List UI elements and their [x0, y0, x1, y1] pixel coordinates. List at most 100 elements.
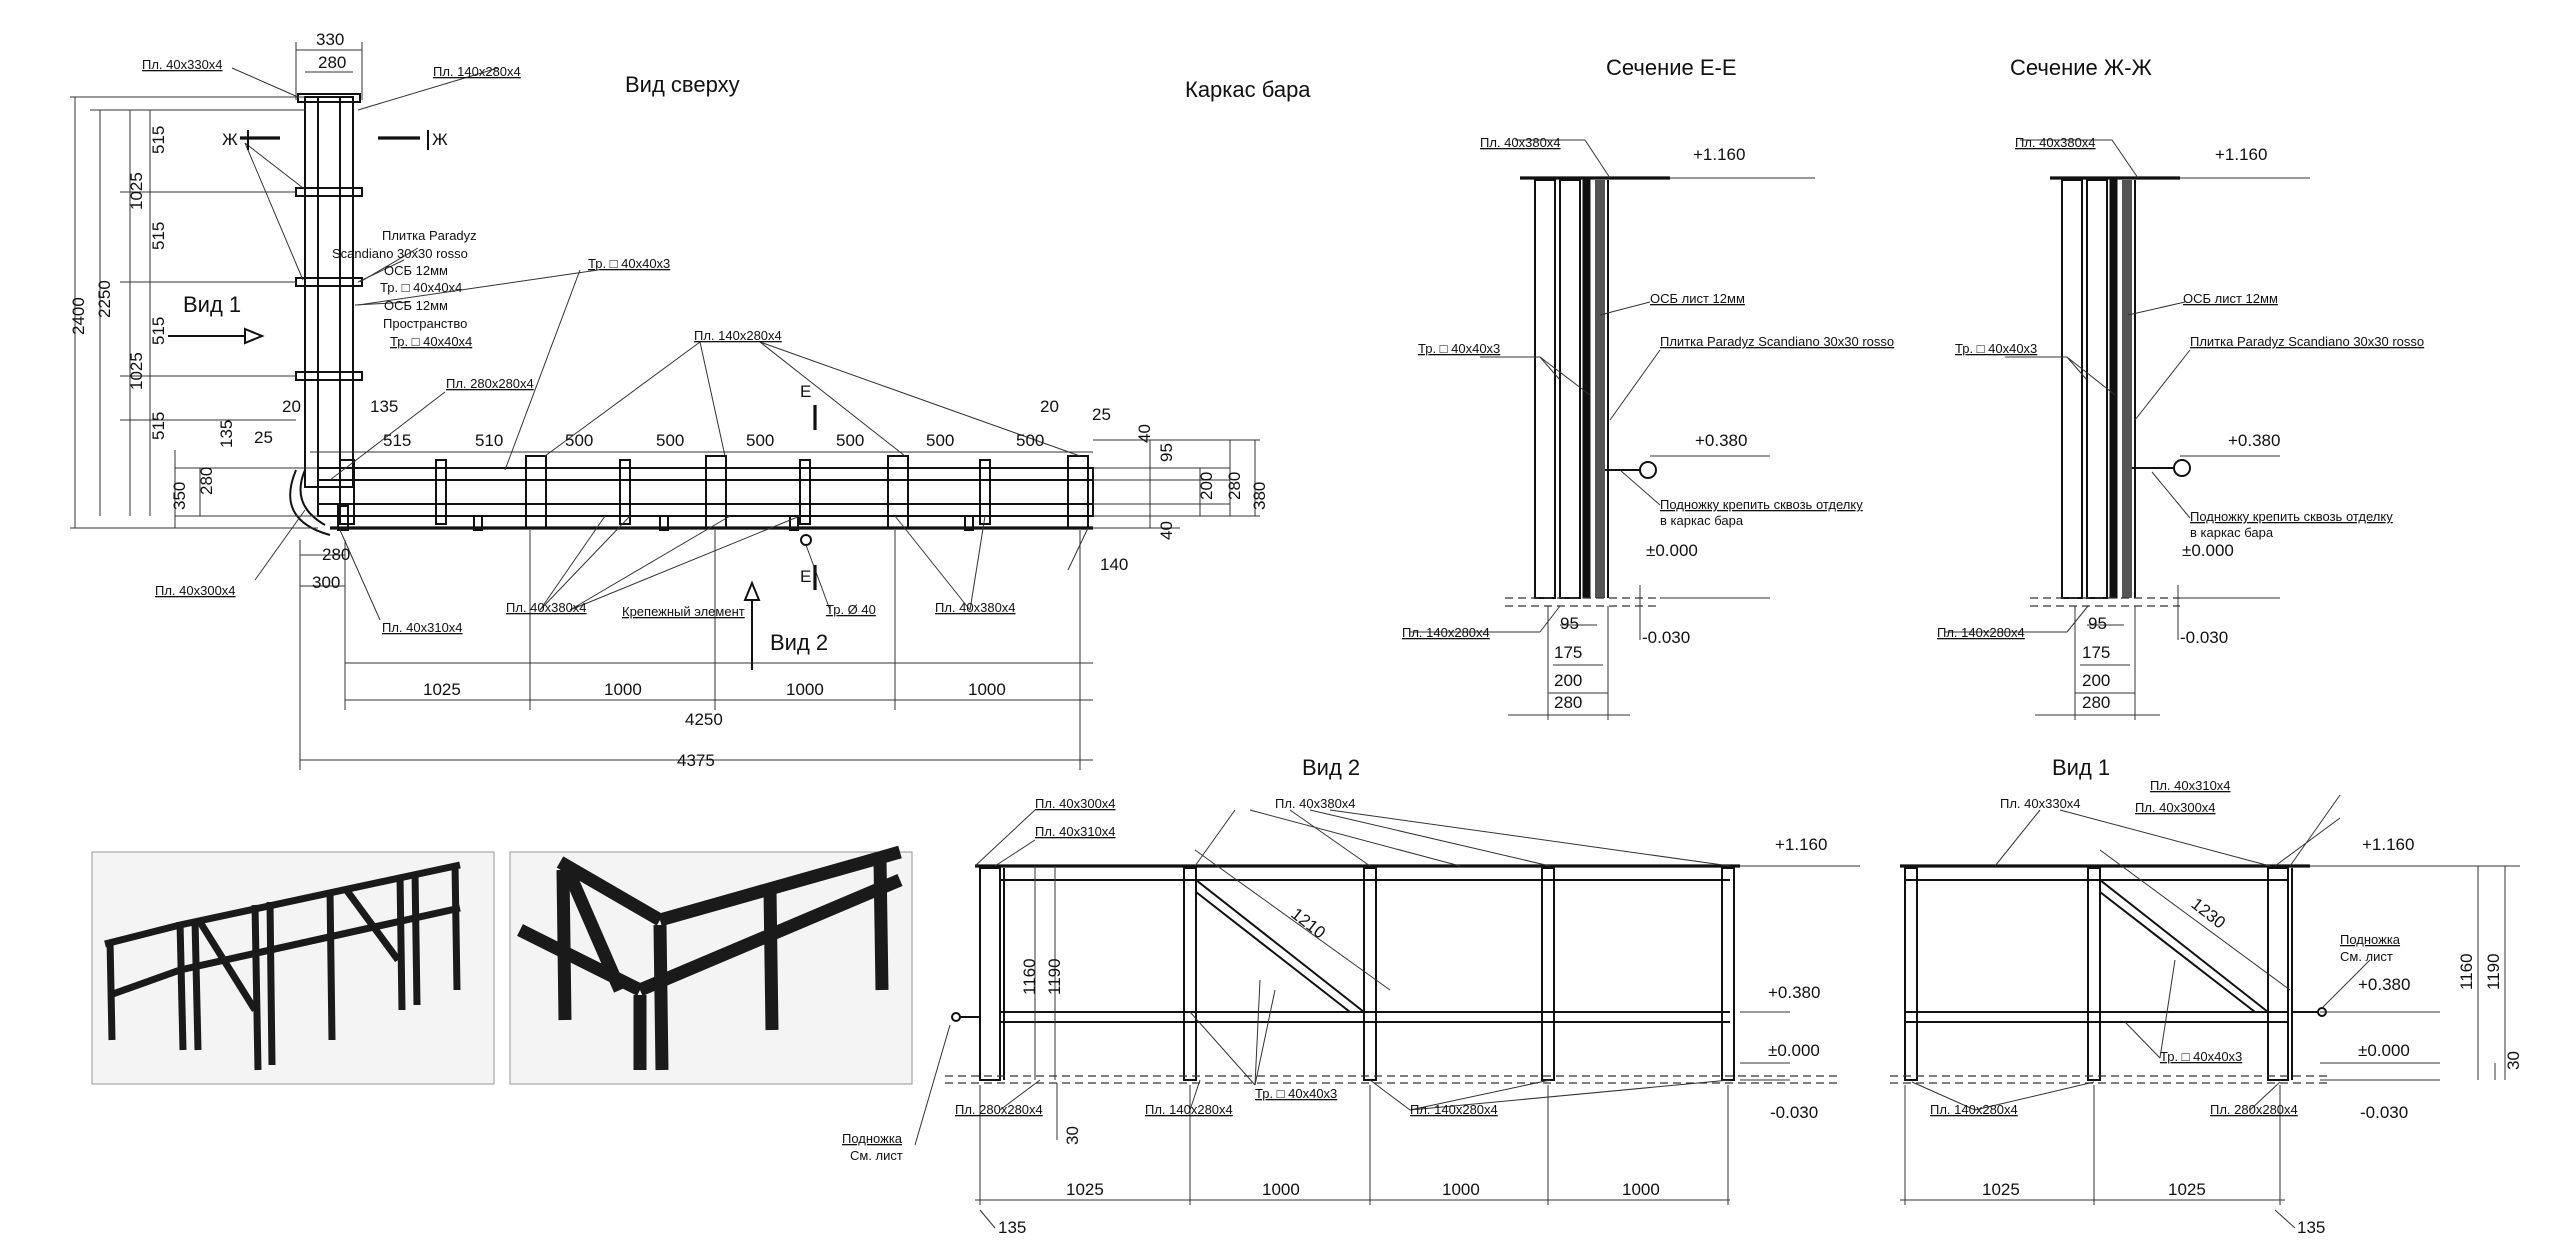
v1-label-foot-2: См. лист	[2340, 949, 2393, 964]
label-pl-140x280-top: Пл. 140х280х4	[433, 64, 521, 79]
dim-515-d: 515	[149, 412, 168, 440]
dim-280-bottom: 280	[322, 545, 350, 564]
v2-h1: 1160	[1020, 958, 1039, 995]
label-tube-2: Тр. □ 40х40х4	[390, 334, 472, 349]
label-zh-pl-base: Пл. 140х280х4	[1937, 625, 2025, 640]
dim-4250: 4250	[685, 710, 723, 729]
level-zh-zero: ±0.000	[2182, 541, 2234, 560]
dim-e-280: 280	[1554, 693, 1582, 712]
dim-row-500-6: 500	[1016, 431, 1044, 450]
v2-h2: 1190	[1045, 958, 1064, 995]
title-top-view: Вид сверху	[625, 72, 740, 97]
view1-elevation: Пл. 40х330х4 Пл. 40х310х4 Пл. 40х300х4 +…	[1890, 778, 2523, 1237]
dim-bottom-1000-2: 1000	[786, 680, 824, 699]
label-e-tube: Тр. □ 40х40х3	[1418, 341, 1500, 356]
v1-label-foot-1: Подножка	[2340, 932, 2401, 947]
cut-mark-e-top: Е	[800, 382, 811, 401]
cut-mark-e-bottom: Е	[800, 567, 811, 586]
v1-label-pl-280: Пл. 280х280х4	[2210, 1102, 2298, 1117]
view1-marker: Вид 1	[183, 292, 241, 317]
dim-row-500-5: 500	[926, 431, 954, 450]
dim-1025-a: 1025	[127, 172, 146, 210]
dim-515-a: 515	[149, 126, 168, 154]
v1-h1: 1160	[2457, 953, 2476, 990]
v2-dim-135: 135	[998, 1218, 1026, 1237]
view2-elevation: Пл. 40х300х4 Пл. 40х310х4 Пл. 40х380х4 +…	[842, 796, 1860, 1237]
dim-zh-280: 280	[2082, 693, 2110, 712]
label-tube-d40: Тр. Ø 40	[826, 602, 876, 617]
label-zh-pl-top: Пл. 40х380х4	[2015, 135, 2096, 150]
v1-dim-135: 135	[2297, 1218, 2325, 1237]
dim-right-95: 95	[1157, 443, 1176, 462]
v2-label-foot-1: Подножка	[842, 1131, 903, 1146]
v2-level-neg: -0.030	[1770, 1103, 1818, 1122]
dim-280-top: 280	[318, 53, 346, 72]
v2-level-mid: +0.380	[1768, 983, 1820, 1002]
dim-row-500-2: 500	[656, 431, 684, 450]
v2-label-pl-40x300: Пл. 40х300х4	[1035, 796, 1116, 811]
dim-2400: 2400	[69, 297, 88, 335]
v1-label-pl-40x300: Пл. 40х300х4	[2135, 800, 2216, 815]
v2-dim-1000-1: 1000	[1262, 1180, 1300, 1199]
label-osb-2: ОСБ 12мм	[384, 298, 448, 313]
title-frame: Каркас бара	[1185, 77, 1311, 102]
label-tube-1: Тр. □ 40х40х4	[380, 280, 462, 295]
v1-label-pl-140: Пл. 140х280х4	[1930, 1102, 2018, 1117]
v2-label-pl-140-b: Пл. 140х280х4	[1410, 1102, 1498, 1117]
v1-h2: 1190	[2484, 953, 2503, 990]
v2-level-top: +1.160	[1775, 835, 1827, 854]
v1-level-top: +1.160	[2362, 835, 2414, 854]
dim-280-left: 280	[197, 467, 216, 495]
v2-diag: 1210	[1288, 904, 1330, 942]
label-zh-tile: Плитка Paradyz Scandiano 30х30 rosso	[2190, 334, 2424, 349]
dim-right-40-top: 40	[1135, 424, 1154, 443]
section-zh-zh: Пл. 40х380х4 +1.160 ОСБ лист 12мм Тр. □ …	[1937, 135, 2424, 720]
dim-1025-b: 1025	[127, 352, 146, 390]
dim-e-95: 95	[1560, 614, 1579, 633]
cut-mark-zh-right: Ж	[432, 130, 448, 149]
view2-marker: Вид 2	[770, 630, 828, 655]
dim-right-380: 380	[1250, 482, 1269, 510]
level-zh-top: +1.160	[2215, 145, 2267, 164]
dim-2250: 2250	[95, 280, 114, 318]
label-e-osb: ОСБ лист 12мм	[1650, 291, 1745, 306]
title-view1: Вид 1	[2052, 755, 2110, 780]
level-e-mid: +0.380	[1695, 431, 1747, 450]
v2-label-pl-280: Пл. 280х280х4	[955, 1102, 1043, 1117]
dim-25-right: 25	[1092, 405, 1111, 424]
label-pl-40x300: Пл. 40х300х4	[155, 583, 236, 598]
dim-25-left: 25	[254, 428, 273, 447]
v2-label-pl-140-a: Пл. 140х280х4	[1145, 1102, 1233, 1117]
dim-e-200: 200	[1554, 671, 1582, 690]
label-space: Пространство	[383, 316, 467, 331]
dim-4375: 4375	[677, 751, 715, 770]
label-zh-osb: ОСБ лист 12мм	[2183, 291, 2278, 306]
v1-level-mid: +0.380	[2358, 975, 2410, 994]
v2-dim-1025: 1025	[1066, 1180, 1104, 1199]
dim-row-500-4: 500	[836, 431, 864, 450]
v1-label-pl-40x330: Пл. 40х330х4	[2000, 796, 2081, 811]
title-view2: Вид 2	[1302, 755, 1360, 780]
dim-135-mid: 135	[370, 397, 398, 416]
label-zh-tube: Тр. □ 40х40х3	[1955, 341, 2037, 356]
v1-level-neg: -0.030	[2360, 1103, 2408, 1122]
dim-bottom-1000-3: 1000	[968, 680, 1006, 699]
title-section-zh: Сечение Ж-Ж	[2010, 55, 2153, 80]
v2-label-foot-2: См. лист	[850, 1148, 903, 1163]
label-tile-2: Scandiano 30х30 rosso	[332, 246, 468, 261]
label-pl-280x280: Пл. 280х280х4	[446, 376, 534, 391]
label-e-pl-top: Пл. 40х380х4	[1480, 135, 1561, 150]
v2-level-zero: ±0.000	[1768, 1041, 1820, 1060]
note-zh-1: Подножку крепить сквозь отделку	[2190, 509, 2393, 524]
dim-zh-95: 95	[2088, 614, 2107, 633]
label-pl-40x380-b: Пл. 40х380х4	[935, 600, 1016, 615]
note-zh-2: в каркас бара	[2190, 525, 2274, 540]
level-e-zero: ±0.000	[1646, 541, 1698, 560]
dim-row-515: 515	[383, 431, 411, 450]
v1-label-pl-40x310: Пл. 40х310х4	[2150, 778, 2231, 793]
label-tile-1: Плитка Paradyz	[382, 228, 477, 243]
label-pl-140x280-mid: Пл. 140х280х4	[694, 328, 782, 343]
dim-right-40-bottom: 40	[1157, 521, 1176, 540]
v2-dim-1000-3: 1000	[1622, 1180, 1660, 1199]
dim-row-510: 510	[475, 431, 503, 450]
